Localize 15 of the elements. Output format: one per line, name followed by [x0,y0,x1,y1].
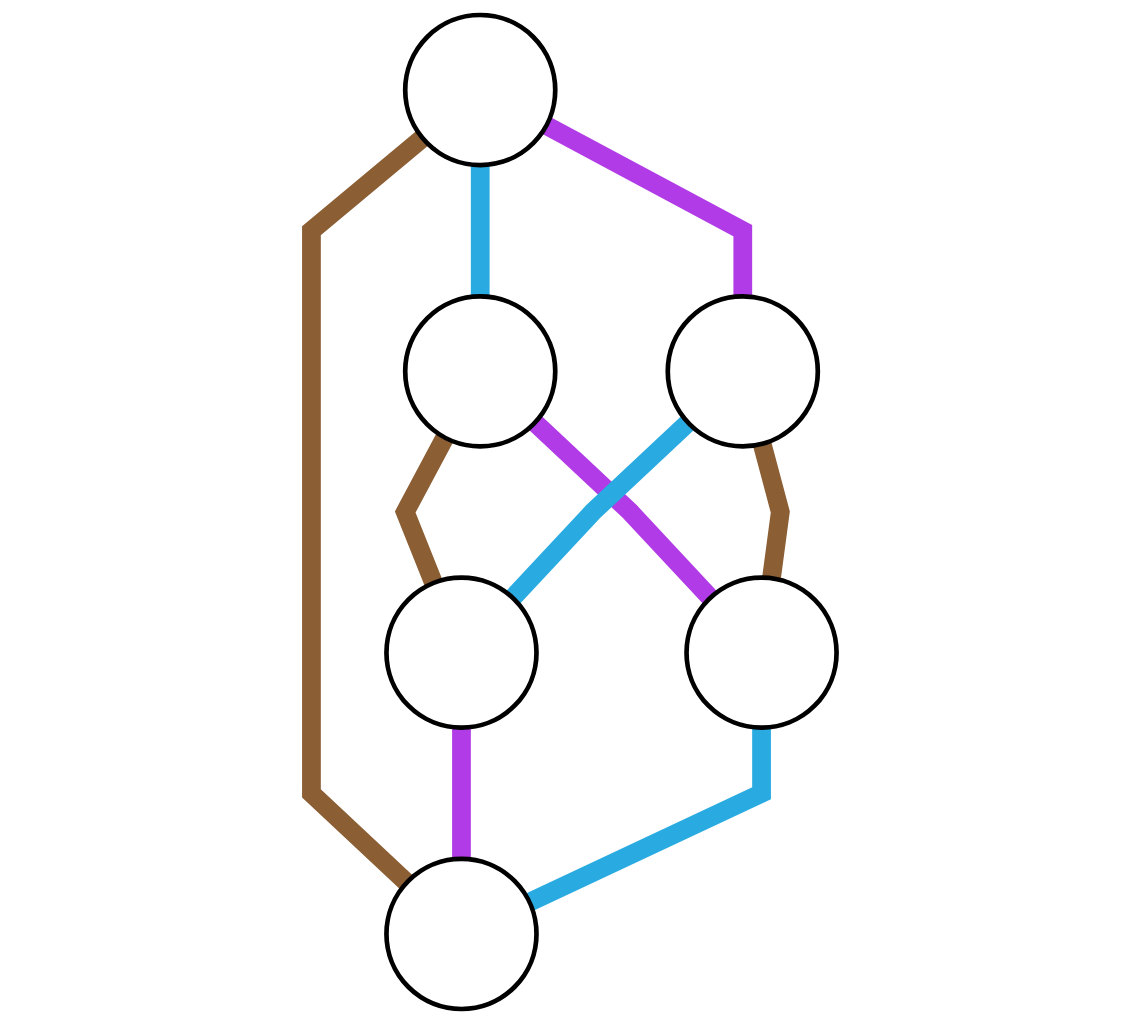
connector [528,415,718,605]
connector [541,117,753,297]
connector [470,165,490,297]
node-circle [384,575,539,731]
connector [525,727,771,911]
connector [452,727,471,859]
node-circle [384,856,539,1012]
connector [394,433,454,587]
node-circle [665,293,821,449]
node-circle [402,12,558,168]
connector [505,415,695,605]
connector [753,441,790,580]
node-circle [402,293,558,449]
node-circle [684,575,839,731]
connector [302,130,429,890]
